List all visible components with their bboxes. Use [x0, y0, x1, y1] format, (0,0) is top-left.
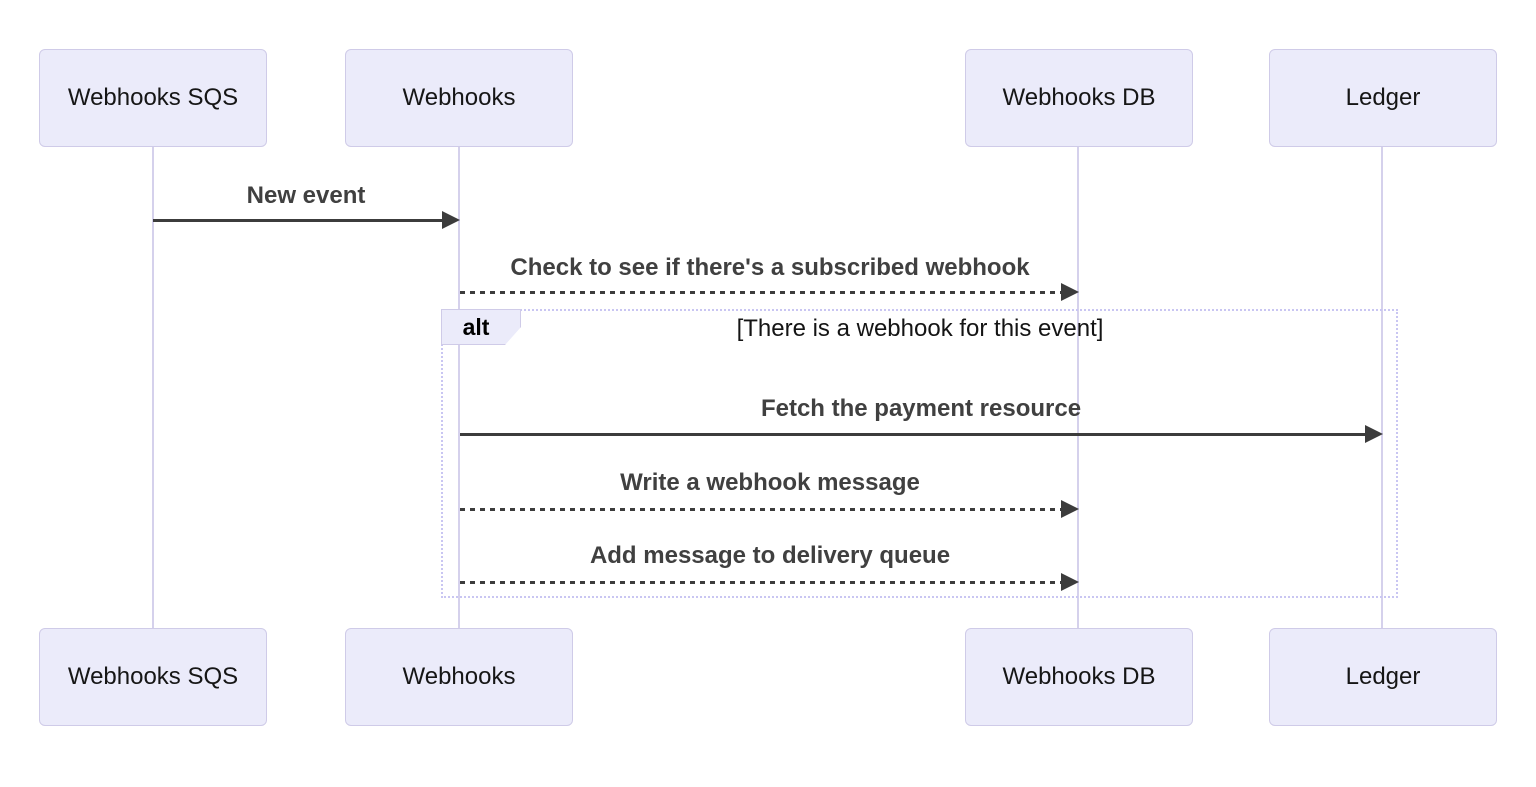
message-line — [460, 433, 1367, 436]
actor-label: Ledger — [1345, 84, 1421, 111]
actor-label: Webhooks DB — [1002, 84, 1156, 111]
actor-label: Webhooks — [402, 663, 516, 690]
actor-box-webhooks-sqs-top: Webhooks SQS — [39, 49, 267, 147]
message-label: Add message to delivery queue — [589, 542, 951, 569]
message-line — [460, 581, 1063, 584]
message-line — [460, 291, 1063, 294]
actor-label: Ledger — [1345, 663, 1421, 690]
actor-label: Webhooks — [402, 84, 516, 111]
actor-box-webhooks-db-top: Webhooks DB — [965, 49, 1193, 147]
message-line — [153, 219, 444, 222]
actor-box-ledger-top: Ledger — [1269, 49, 1497, 147]
actor-label: Webhooks SQS — [67, 84, 239, 111]
message-label: Check to see if there's a subscribed web… — [510, 254, 1030, 281]
message-label: Write a webhook message — [620, 469, 920, 496]
message-label: Fetch the payment resource — [760, 395, 1082, 422]
message-label: New event — [246, 182, 366, 209]
arrowhead — [1061, 573, 1079, 591]
alt-condition-label: [There is a webhook for this event] — [736, 315, 1104, 342]
actor-box-webhooks-db-bottom: Webhooks DB — [965, 628, 1193, 726]
alt-operator-tab: alt — [441, 309, 521, 345]
lifeline-webhooks-db — [1077, 147, 1079, 629]
arrowhead — [1365, 425, 1383, 443]
actor-label: Webhooks SQS — [67, 663, 239, 690]
lifeline-ledger — [1381, 147, 1383, 629]
actor-label: Webhooks DB — [1002, 663, 1156, 690]
alt-operator-label: alt — [462, 313, 490, 340]
actor-box-ledger-bottom: Ledger — [1269, 628, 1497, 726]
alt-frame — [441, 309, 1398, 598]
lifeline-webhooks — [458, 147, 460, 629]
arrowhead — [1061, 283, 1079, 301]
arrowhead — [442, 211, 460, 229]
actor-box-webhooks-bottom: Webhooks — [345, 628, 573, 726]
actor-box-webhooks-top: Webhooks — [345, 49, 573, 147]
arrowhead — [1061, 500, 1079, 518]
message-line — [460, 508, 1063, 511]
lifeline-webhooks-sqs — [152, 147, 154, 629]
actor-box-webhooks-sqs-bottom: Webhooks SQS — [39, 628, 267, 726]
